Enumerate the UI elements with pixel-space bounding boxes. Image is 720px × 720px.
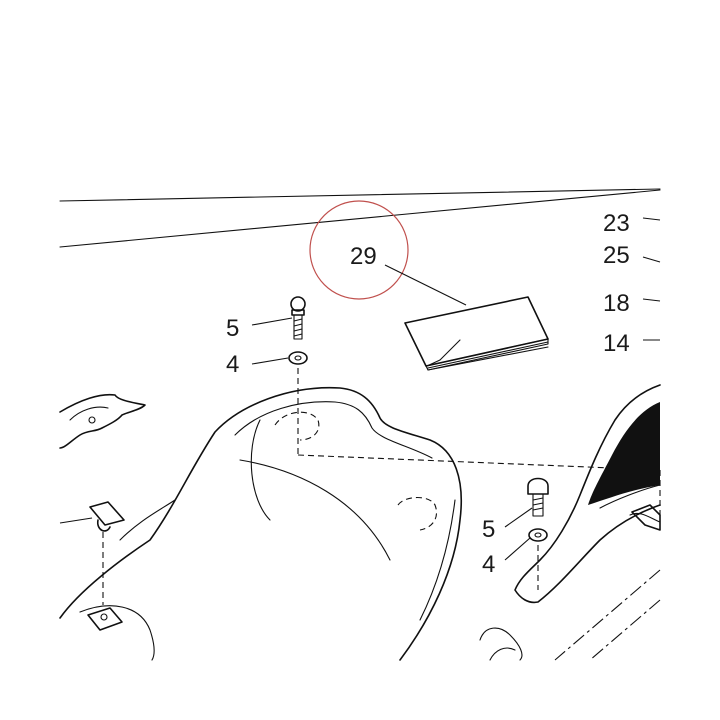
left-washer (288, 351, 308, 365)
callout-14: 14 (603, 330, 630, 357)
right-washer (528, 528, 548, 542)
callout-4-left: 4 (226, 351, 239, 378)
callout-29: 29 (350, 243, 377, 270)
callout-25: 25 (603, 242, 630, 269)
callout-5-right: 5 (482, 516, 495, 543)
callout-5-left: 5 (226, 315, 239, 342)
left-bracket (59, 393, 146, 449)
callout-23: 23 (603, 210, 630, 237)
booklet-part (404, 296, 549, 371)
callout-4-right: 4 (482, 551, 495, 578)
seat-body (59, 386, 462, 661)
left-clip (59, 501, 125, 631)
seat-mounting-holes (274, 411, 661, 531)
callout-18: 18 (603, 290, 630, 317)
frame-lines (59, 188, 661, 248)
right-frame (479, 384, 661, 661)
highlight-circle (309, 200, 409, 300)
left-stud-bolt (290, 296, 306, 340)
callout-leaders (251, 217, 661, 561)
right-stud-bolt (527, 477, 549, 517)
